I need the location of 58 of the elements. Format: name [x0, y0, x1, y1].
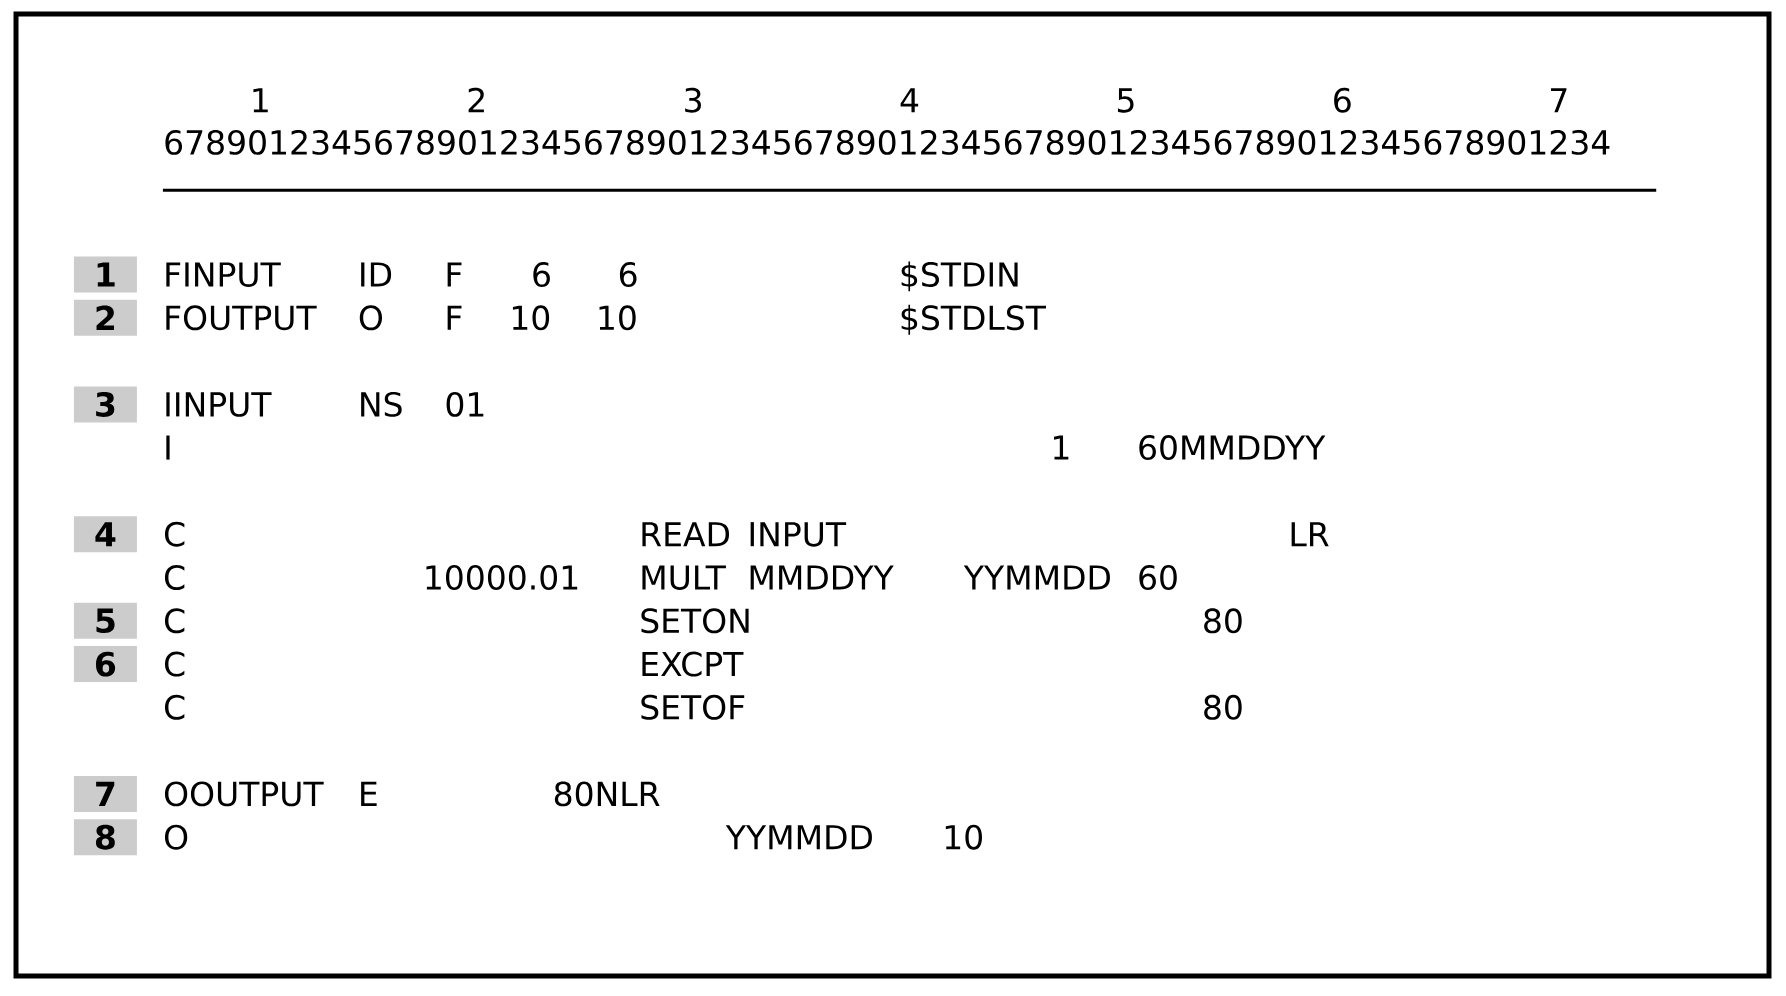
code-text: 01 — [446, 391, 484, 417]
code-text: 60MMDDYY — [1139, 435, 1326, 461]
code-text: IINPUT — [166, 392, 272, 417]
code-text: FOUTPUT — [166, 305, 317, 331]
code-text: $STDIN — [901, 261, 1018, 292]
code-text: 1 — [1054, 435, 1069, 460]
column-ruler: 678901234567890123456789012345678901234567890123456789012345678901234 — [165, 129, 1610, 155]
code-text: INPUT — [750, 522, 847, 547]
callout-number: 7 — [73, 775, 137, 812]
code-text: OOUTPUT — [164, 781, 324, 807]
code-text: 60 — [1139, 565, 1177, 590]
callout-number: 1 — [73, 256, 137, 293]
code-text: O — [359, 305, 383, 331]
code-text: LR — [1291, 522, 1329, 547]
code-text: C — [164, 565, 185, 590]
code-text: READ — [642, 522, 730, 547]
column-number: 5 — [1117, 88, 1134, 113]
code-text: F — [447, 305, 462, 330]
column-number: 2 — [468, 87, 484, 113]
callout-number: 3 — [73, 386, 137, 423]
code-text: C — [164, 651, 185, 677]
code-text: YYMMDD — [963, 565, 1110, 590]
code-text: 6 — [619, 262, 637, 287]
code-text: 80NLR — [554, 781, 660, 807]
callout-number: 4 — [73, 516, 137, 553]
code-text: ID — [361, 262, 392, 287]
callout-number: 5 — [73, 602, 137, 639]
code-text: FINPUT — [166, 262, 281, 287]
code-text: E — [361, 781, 377, 806]
code-text: C — [164, 694, 185, 720]
code-text: F — [447, 262, 462, 287]
callout-number: 2 — [73, 299, 137, 336]
code-text: 10000.01 — [426, 565, 578, 590]
code-text: $STDLST — [901, 304, 1046, 335]
code-text: MULT — [642, 565, 726, 590]
code-text: 10 — [945, 824, 982, 850]
code-text: SETOF — [641, 694, 745, 720]
code-text: 10 — [512, 305, 550, 331]
code-text: 80 — [1204, 694, 1242, 720]
column-number: 4 — [900, 88, 919, 113]
code-text: 10 — [599, 305, 636, 331]
code-text: MMDDYY — [750, 565, 894, 590]
column-number: 1 — [253, 88, 268, 113]
column-number: 3 — [685, 87, 701, 113]
callout-number: 8 — [73, 819, 137, 856]
code-text: 80 — [1204, 608, 1242, 634]
code-text: C — [164, 608, 185, 634]
code-text: NS — [361, 391, 402, 417]
code-text: C — [164, 521, 185, 547]
callout-number: 6 — [73, 646, 137, 683]
code-text: I — [166, 435, 170, 460]
code-text: SETON — [641, 608, 749, 634]
code-text: EXCPT — [642, 651, 744, 677]
code-text: YYMMDD — [725, 825, 872, 850]
code-text: 6 — [533, 262, 550, 287]
column-number: 7 — [1551, 88, 1567, 113]
column-number: 6 — [1334, 87, 1351, 113]
code-text: O — [164, 824, 188, 850]
